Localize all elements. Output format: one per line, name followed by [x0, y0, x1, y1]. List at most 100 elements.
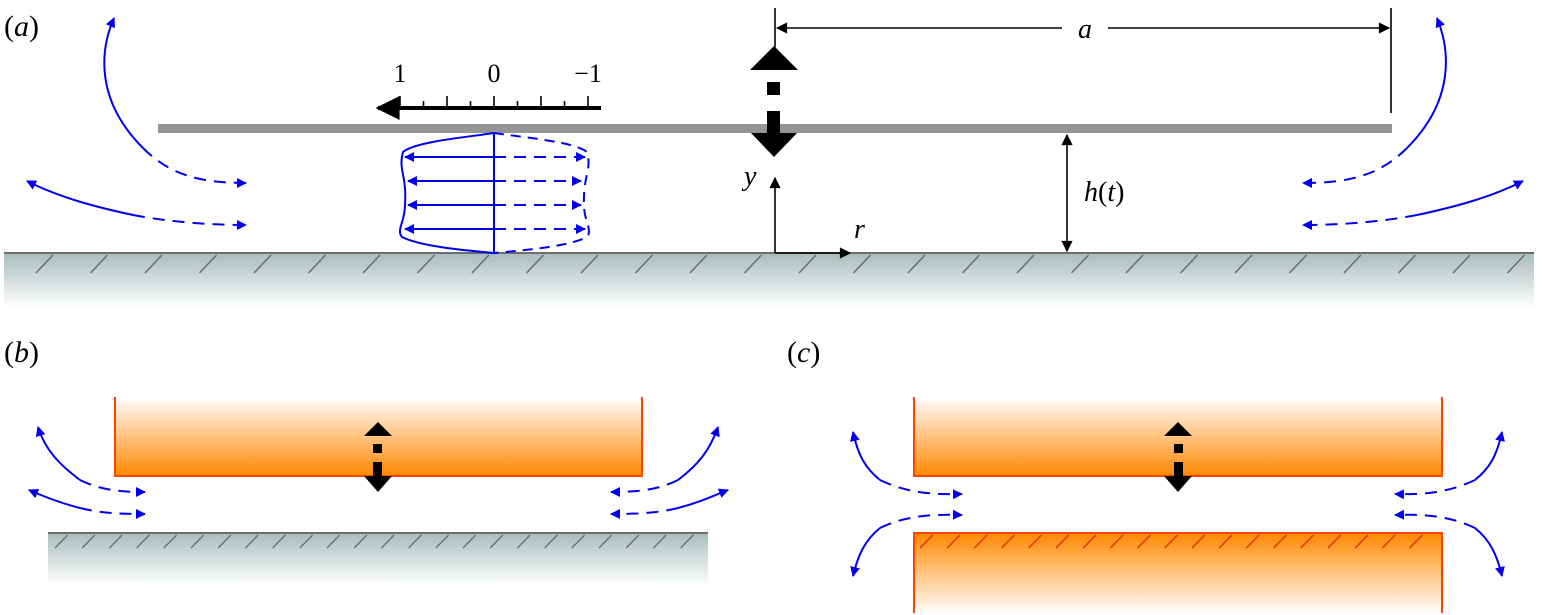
flow-arrow-left-out [26, 180, 134, 216]
hatch-mark [946, 534, 961, 549]
hatch-mark [1245, 534, 1260, 549]
hatch-mark [1179, 254, 1199, 274]
hatch-mark [689, 254, 708, 274]
hatch-mark [244, 534, 259, 549]
hatch-mark [299, 534, 314, 549]
hatch-mark [1288, 254, 1308, 274]
hatch-mark [1055, 534, 1070, 549]
flow-arrows-a [26, 17, 1524, 230]
flow-arrow-right-out [1416, 180, 1524, 216]
scale-tick-label-1: 1 [394, 59, 407, 88]
hatch-mark [1409, 534, 1423, 549]
hatch-mark [1109, 534, 1124, 549]
hatch-mark [326, 534, 341, 549]
hatch-mark [907, 254, 926, 274]
hatch-mark [1397, 254, 1417, 274]
hatch-mark [680, 534, 694, 549]
hatch-mark [272, 534, 286, 549]
wall-b-hatching [54, 534, 694, 549]
panel-b-label: (b) [4, 336, 39, 369]
hatch-mark [743, 254, 763, 274]
panel-a: (a) 1 0 −1 [4, 8, 1534, 308]
hatch-mark [1273, 534, 1287, 549]
hatch-mark [973, 534, 988, 549]
flow-arrows-b [28, 426, 729, 519]
hatch-mark [1070, 254, 1090, 274]
oscillation-shaft [767, 111, 780, 135]
gap-label: h(t) [1084, 177, 1124, 208]
oscillation-down-head [751, 133, 797, 157]
hatch-mark [1191, 534, 1206, 549]
hatch-mark [1137, 534, 1151, 549]
hatch-mark [1327, 534, 1342, 549]
hatch-mark [525, 254, 545, 274]
hatch-mark [1506, 254, 1526, 274]
hatch-mark [652, 534, 667, 549]
hatch-mark [408, 534, 422, 549]
hatch-mark [489, 534, 504, 549]
hatch-mark [353, 534, 368, 549]
oscillation-arrow-b [364, 422, 392, 492]
dimension-a-label: a [1078, 14, 1092, 45]
hatch-mark [1354, 534, 1369, 549]
wall-b [48, 533, 708, 585]
hatch-mark [1125, 254, 1144, 274]
hatch-mark [163, 534, 178, 549]
oscillation-arrow-a [750, 46, 798, 157]
scale-tick-label-0: 0 [488, 59, 501, 88]
hatch-mark [1218, 534, 1233, 549]
hatch-mark [81, 534, 96, 549]
hatch-mark [1001, 534, 1015, 549]
body-c-lower-edge [913, 532, 1443, 613]
hatch-mark [435, 534, 450, 549]
hatch-mark [798, 254, 817, 274]
hatch-mark [1028, 534, 1043, 549]
hatch-mark [1016, 254, 1035, 274]
hatch-mark [625, 534, 640, 549]
flow-arrow-left-in-lower [132, 214, 247, 230]
hatch-mark [1164, 534, 1179, 549]
hatch-mark [1343, 254, 1362, 274]
body-c-lower [914, 533, 1442, 613]
hatch-mark [217, 534, 232, 549]
hatch-mark [1381, 534, 1396, 549]
flow-arrow-right-in-upper [1302, 147, 1408, 188]
oscillation-up-head [750, 46, 798, 70]
hatch-mark [89, 254, 109, 274]
y-axis-label: y [741, 161, 757, 192]
hatch-mark [136, 534, 150, 549]
panel-a-label: (a) [4, 10, 39, 43]
hatch-mark [852, 254, 872, 274]
flow-arrow-left-in-upper [142, 147, 247, 188]
hatch-mark [144, 254, 163, 274]
hatch-mark [1300, 534, 1315, 549]
coordinate-axes: y r [741, 161, 865, 259]
hatch-mark [462, 534, 477, 549]
hatch-mark [1452, 254, 1471, 274]
profile-curve-solid [398, 132, 495, 254]
r-axis-label: r [854, 214, 865, 245]
hatch-mark [580, 254, 599, 274]
hatch-mark [919, 534, 934, 549]
wall-a-hatching [35, 254, 1526, 274]
hatch-mark [362, 254, 381, 274]
hatch-mark [54, 534, 69, 549]
hatch-mark [571, 534, 586, 549]
profile-curve-dashed [493, 132, 591, 254]
hatch-mark [253, 254, 272, 274]
scale-tick-label-minus-1: −1 [574, 59, 602, 88]
hatch-mark [544, 534, 558, 549]
hatch-mark [634, 254, 654, 274]
panel-c: (c) [787, 336, 1505, 613]
flow-arrow-left-up [103, 17, 144, 149]
velocity-scale: 1 0 −1 [375, 59, 602, 120]
panel-c-label: (c) [787, 336, 820, 369]
body-c-lower-hatching [919, 534, 1423, 549]
hatch-mark [190, 534, 205, 549]
gap-dimension: h(t) [1061, 133, 1124, 253]
hatch-mark [416, 254, 436, 274]
hatch-mark [598, 534, 613, 549]
hatch-mark [380, 534, 395, 549]
flow-arrow-right-up [1406, 17, 1447, 149]
